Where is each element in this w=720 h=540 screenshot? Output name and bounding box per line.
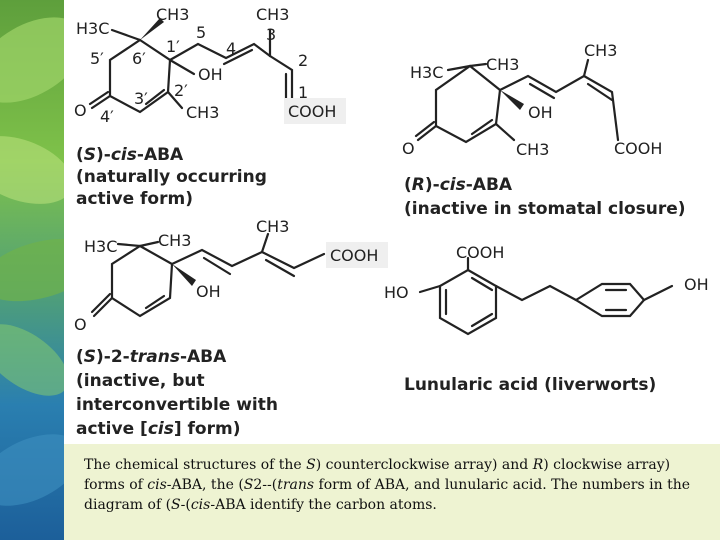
cooh-label: COOH: [614, 139, 662, 158]
svg-text:interconvertible with: interconvertible with: [76, 395, 278, 415]
lunularic-acid-name: Lunularic acid (liverworts): [404, 375, 656, 395]
svg-text:(naturally occurring: (naturally occurring: [76, 167, 267, 187]
h3c-label: H3C: [410, 63, 443, 82]
oh-label: OH: [528, 103, 553, 122]
carbon-number: 3: [266, 25, 276, 44]
cooh-label: COOH: [330, 246, 378, 265]
oh-label: OH: [196, 282, 221, 301]
svg-text:(S)-cis-ABA: (S)-cis-ABA: [76, 145, 184, 165]
abscisic-acid-structures: H3C CH3 CH3 CH3 OH COOH O 5′ 6′ 1′ 5 4 3…: [74, 5, 709, 439]
carbon-number: 2: [298, 51, 308, 70]
ch3-label: CH3: [516, 140, 549, 159]
caption-box: [64, 444, 720, 540]
r-cis-aba-structure: H3C CH3 CH3 CH3 OH COOH O: [402, 41, 662, 159]
ch3-label: CH3: [156, 5, 189, 24]
diagram-panel: H3C CH3 CH3 CH3 OH COOH O 5′ 6′ 1′ 5 4 3…: [64, 0, 720, 444]
svg-text:(inactive in stomatal closure): (inactive in stomatal closure): [404, 199, 686, 219]
carbon-number: 5′: [90, 49, 104, 68]
oh-label: OH: [684, 275, 709, 294]
carbon-number: 1′: [166, 37, 180, 56]
figure-caption: The chemical structures of the S) counte…: [84, 457, 691, 513]
s-cis-aba-structure: H3C CH3 CH3 CH3 OH COOH O 5′ 6′ 1′ 5 4 3…: [74, 5, 346, 126]
carbon-number: 1: [298, 83, 308, 102]
carbon-number: 4′: [100, 107, 114, 126]
s-cis-aba-name: (S)-cis-ABA (naturally occurring active …: [76, 145, 267, 209]
s-trans-aba-structure: H3C CH3 CH3 OH COOH O: [74, 217, 388, 334]
svg-text:active [cis] form): active [cis] form): [76, 419, 240, 439]
ch3-label: CH3: [486, 55, 519, 74]
ch3-label: CH3: [158, 231, 191, 250]
svg-text:active form): active form): [76, 189, 193, 209]
oh-label: OH: [198, 65, 223, 84]
cooh-label: COOH: [288, 102, 336, 121]
lunularic-acid-structure: COOH HO OH: [384, 243, 709, 336]
carbon-number: 4: [226, 39, 236, 58]
h3c-label: H3C: [76, 19, 109, 38]
ch3-label: CH3: [256, 217, 289, 236]
svg-text:(R)-cis-ABA: (R)-cis-ABA: [404, 175, 513, 195]
s-trans-aba-name: (S)-2-trans-ABA (inactive, but interconv…: [76, 347, 278, 439]
cooh-label: COOH: [456, 243, 504, 262]
carbon-number: 2′: [174, 81, 188, 100]
svg-text:(inactive, but: (inactive, but: [76, 371, 205, 391]
ch3-label: CH3: [186, 103, 219, 122]
ch3-label: CH3: [584, 41, 617, 60]
oxygen-label: O: [74, 101, 87, 120]
svg-text:(S)-2-trans-ABA: (S)-2-trans-ABA: [76, 347, 227, 367]
carbon-number: 5: [196, 23, 206, 42]
ch3-label: CH3: [256, 5, 289, 24]
carbon-number: 3′: [134, 89, 148, 108]
r-cis-aba-name: (R)-cis-ABA (inactive in stomatal closur…: [404, 175, 686, 219]
hydroxyl-label: HO: [384, 283, 409, 302]
carbon-number: 6′: [132, 49, 146, 68]
h3c-label: H3C: [84, 237, 117, 256]
oxygen-label: O: [402, 139, 415, 158]
oxygen-label: O: [74, 315, 87, 334]
